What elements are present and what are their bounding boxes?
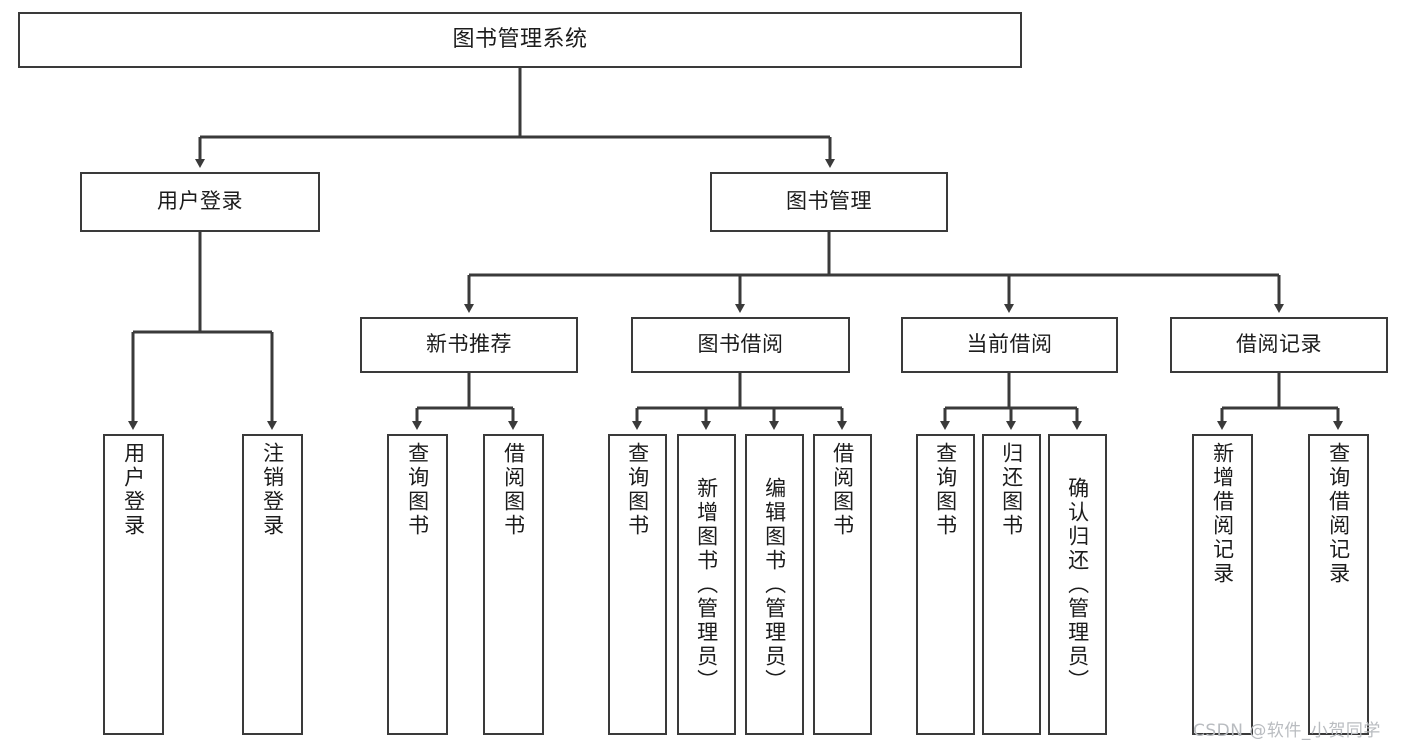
node-leaf-query-borrow-record[interactable]: 查询借阅记录 <box>1308 434 1369 735</box>
node-leaf-edit-book-admin[interactable]: 编辑图书（管理员） <box>745 434 804 735</box>
node-book-borrowing[interactable]: 图书借阅 <box>631 317 850 373</box>
node-leaf-confirm-return-admin[interactable]: 确认归还（管理员） <box>1048 434 1107 735</box>
node-leaf-user-login[interactable]: 用户登录 <box>103 434 164 735</box>
edges-borrowrecord-to-leaves <box>1217 373 1343 430</box>
edges-bookmanage-to-level3 <box>464 232 1284 313</box>
node-leaf-add-borrow-record[interactable]: 新增借阅记录 <box>1192 434 1253 735</box>
node-leaf-add-book-admin[interactable]: 新增图书（管理员） <box>677 434 736 735</box>
edges-bookborrow-to-leaves <box>632 373 847 430</box>
edges-root-to-level2 <box>195 68 835 168</box>
node-leaf-return-book[interactable]: 归还图书 <box>982 434 1041 735</box>
node-current-borrowing[interactable]: 当前借阅 <box>901 317 1118 373</box>
csdn-watermark: CSDN @软件_小贺同学 <box>1193 721 1381 741</box>
edges-userlogin-to-leaves <box>128 232 277 430</box>
node-book-management[interactable]: 图书管理 <box>710 172 948 232</box>
node-leaf-user-logout[interactable]: 注销登录 <box>242 434 303 735</box>
node-root-book-management-system[interactable]: 图书管理系统 <box>18 12 1022 68</box>
edges-currentborrow-to-leaves <box>940 373 1082 430</box>
node-leaf-query-book-current[interactable]: 查询图书 <box>916 434 975 735</box>
node-leaf-borrow-book-recommendation[interactable]: 借阅图书 <box>483 434 544 735</box>
node-user-login[interactable]: 用户登录 <box>80 172 320 232</box>
node-leaf-query-book-borrowing[interactable]: 查询图书 <box>608 434 667 735</box>
edges-newbookrec-to-leaves <box>412 373 518 430</box>
node-borrowing-record[interactable]: 借阅记录 <box>1170 317 1388 373</box>
node-new-book-recommendation[interactable]: 新书推荐 <box>360 317 578 373</box>
node-leaf-query-book-recommendation[interactable]: 查询图书 <box>387 434 448 735</box>
node-leaf-borrow-book-borrowing[interactable]: 借阅图书 <box>813 434 872 735</box>
